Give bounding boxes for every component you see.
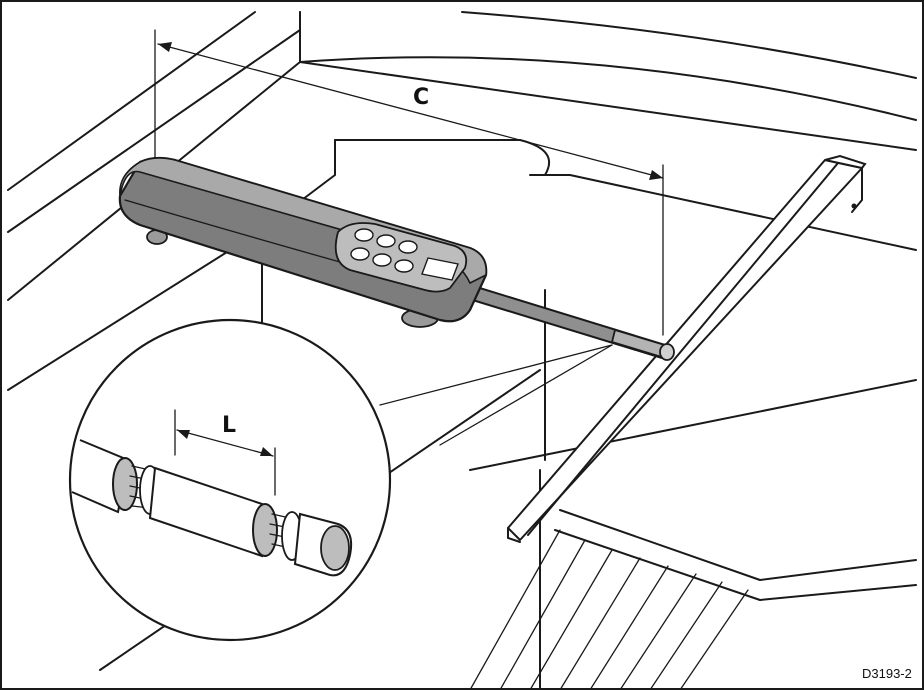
keypad-button-4: [350, 247, 370, 261]
detail-magnifier: L: [68, 318, 392, 642]
hydraulic-ram: [118, 156, 675, 361]
tiller-arm: [507, 154, 867, 543]
detail-callout-leader: [379, 344, 613, 446]
keypad-button-6: [394, 259, 414, 273]
display-window: [421, 257, 459, 281]
keypad-button-3: [398, 240, 418, 254]
dimension-c-label: C: [413, 85, 429, 110]
figure-reference: D3193-2: [862, 666, 912, 681]
keypad-button-1: [354, 228, 374, 242]
keypad-button-2: [376, 234, 396, 248]
keypad-button-5: [372, 253, 392, 267]
dimension-l-label: L: [222, 413, 236, 438]
